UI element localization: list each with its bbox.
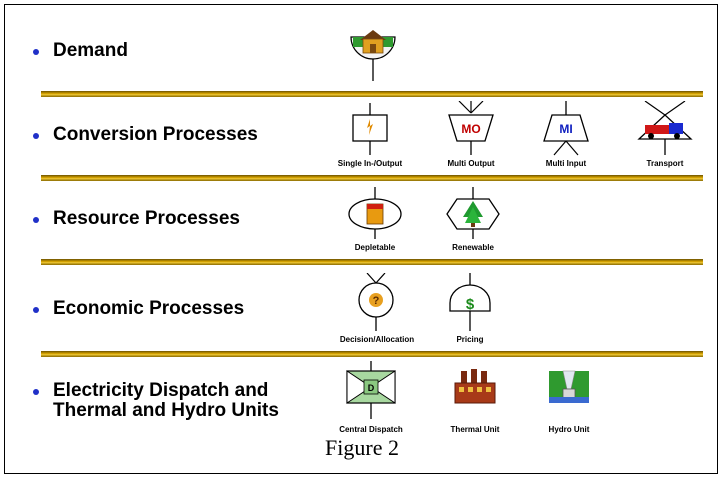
divider-rule	[41, 351, 703, 357]
multi-input-icon: MI	[543, 101, 589, 156]
economic-processes-label: Economic Processes	[53, 298, 245, 319]
electricity-dispatch-label-line1: Electricity Dispatch and	[53, 380, 269, 401]
transport-icon	[637, 101, 693, 155]
renewable-caption: Renewable	[452, 243, 494, 252]
bullet	[33, 49, 39, 55]
depletable-caption: Depletable	[354, 243, 396, 252]
bullet	[33, 217, 39, 223]
decision-allocation-caption: Decision/Allocation	[339, 335, 415, 344]
renewable-icon	[446, 187, 500, 239]
single-in-output-icon	[352, 103, 388, 155]
bullet	[33, 307, 39, 313]
divider-rule	[41, 91, 703, 97]
central-dispatch-icon: D	[346, 361, 396, 419]
electricity-dispatch-label-line2: Thermal and Hydro Units	[53, 400, 279, 421]
demand-label: Demand	[53, 40, 128, 61]
conversion-processes-label: Conversion Processes	[53, 124, 258, 145]
demand-house-icon	[350, 30, 396, 81]
divider-rule	[41, 175, 703, 181]
multi-output-text: MO	[461, 122, 480, 136]
thermal-unit-caption: Thermal Unit	[450, 425, 500, 434]
bullet	[33, 133, 39, 139]
decision-allocation-text: ?	[373, 295, 380, 307]
divider-rule	[41, 259, 703, 265]
central-dispatch-caption: Central Dispatch	[339, 425, 403, 434]
depletable-icon	[348, 187, 402, 239]
thermal-unit-icon	[454, 369, 496, 404]
multi-input-caption: Multi Input	[545, 159, 587, 168]
single-in-output-caption: Single In-/Output	[337, 159, 403, 168]
pricing-icon: $	[449, 273, 491, 331]
figure-frame: Demand Conversion Processes Single In-/O…	[4, 4, 718, 474]
multi-input-text: MI	[559, 122, 572, 136]
transport-caption: Transport	[646, 159, 684, 168]
hydro-unit-icon	[549, 370, 589, 403]
diagram-panel: Demand Conversion Processes Single In-/O…	[25, 11, 707, 434]
central-dispatch-text: D	[368, 383, 375, 393]
decision-allocation-icon: ?	[358, 273, 394, 331]
multi-output-icon: MO	[448, 101, 494, 155]
hydro-unit-caption: Hydro Unit	[548, 425, 590, 434]
multi-output-caption: Multi Output	[447, 159, 495, 168]
pricing-text: $	[466, 296, 475, 313]
bullet	[33, 389, 39, 395]
resource-processes-label: Resource Processes	[53, 208, 240, 229]
pricing-caption: Pricing	[456, 335, 484, 344]
figure-caption: Figure 2	[325, 435, 399, 460]
